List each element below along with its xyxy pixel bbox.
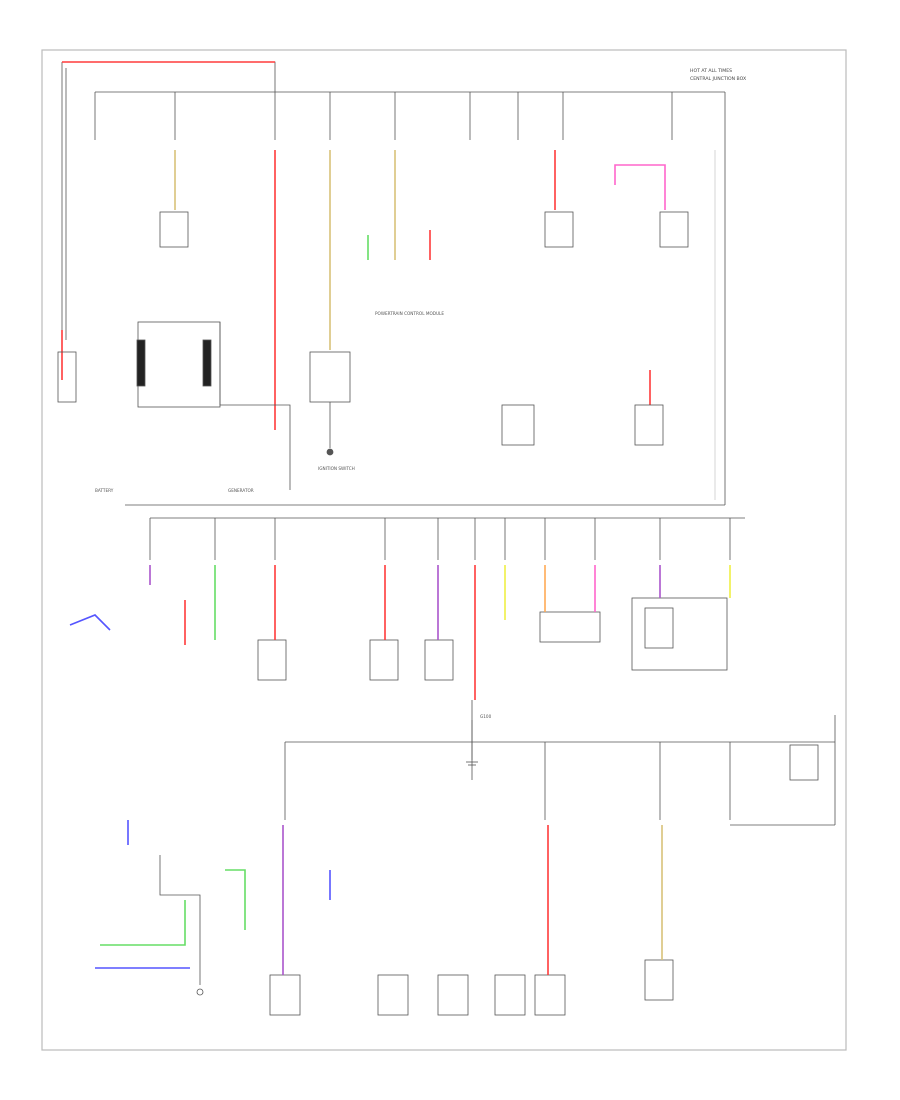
top-colored-wires [61, 61, 666, 430]
top-section [61, 61, 726, 506]
ground-symbol [466, 720, 478, 766]
pcm-label: POWERTRAIN CONTROL MODULE [375, 311, 444, 316]
ground-label: G100 [480, 714, 492, 719]
bottom-section [159, 715, 836, 1016]
header-line-1: HOT AT ALL TIMES [690, 68, 732, 74]
header-line-2: CENTRAL JUNCTION BOX [690, 76, 746, 82]
ignition-switch-label: IGNITION SWITCH [318, 466, 355, 471]
bottom-colored-wires [95, 820, 663, 975]
ignition-switch-group [309, 351, 351, 456]
diagram-border [41, 49, 847, 1051]
middle-section [149, 517, 745, 780]
top-modules [159, 211, 689, 446]
battery-label: BATTERY [95, 488, 114, 493]
middle-colored-wires [69, 565, 731, 700]
battery-group [57, 321, 291, 490]
battery [57, 351, 77, 403]
generator-label: GENERATOR [228, 488, 254, 493]
